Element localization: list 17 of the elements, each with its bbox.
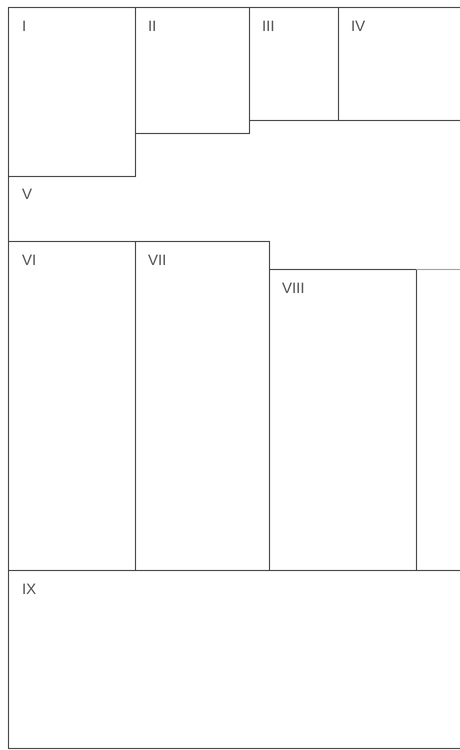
panel <box>8 7 136 177</box>
panel-label: III <box>262 18 275 36</box>
panel-label: I <box>22 18 26 36</box>
panel-label: V <box>22 186 32 204</box>
panel-label: II <box>148 18 156 36</box>
panel-label: VI <box>22 252 36 270</box>
panel <box>135 7 250 134</box>
panel <box>8 570 460 749</box>
panel <box>269 269 417 571</box>
panel-label: IV <box>351 18 366 36</box>
panel <box>135 241 270 571</box>
panel <box>249 7 339 121</box>
panel <box>8 241 136 571</box>
panel-label: VII <box>148 252 166 270</box>
panel-label: VIII <box>282 280 305 298</box>
panel-label: IX <box>22 581 36 599</box>
panel <box>338 7 460 121</box>
